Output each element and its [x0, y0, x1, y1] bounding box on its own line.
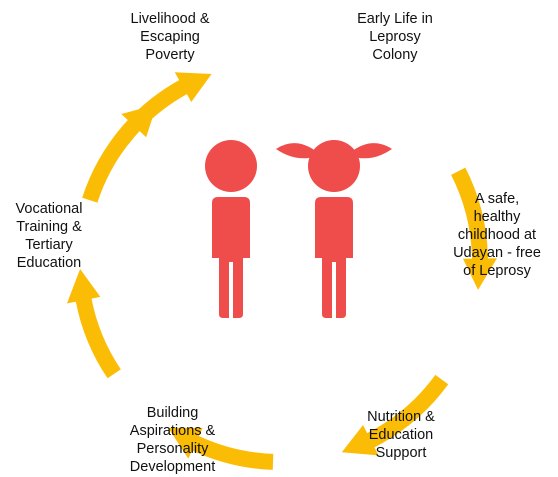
stage-label-aspirations: Building Aspirations & Personality Devel… [129, 405, 216, 475]
cycle-arrow-1 [451, 167, 497, 290]
cycle-arrow-4 [66, 268, 121, 379]
stage-label-nutrition: Nutrition & Education Support [367, 409, 435, 461]
cycle-arrow-6 [109, 72, 212, 152]
girl-figure-icon [276, 140, 392, 318]
cycle-arrow-3 [168, 427, 274, 470]
cycle-arrow-2 [341, 374, 449, 456]
stage-label-vocational: Vocational Training & Tertiary Education [15, 201, 83, 271]
stage-label-livelihood: Livelihood & Escaping Poverty [130, 11, 210, 63]
boy-figure-icon [205, 140, 257, 318]
stage-label-early-life: Early Life in Leprosy Colony [357, 11, 433, 63]
stage-label-childhood: A safe, healthy childhood at Udayan - fr… [453, 191, 541, 279]
